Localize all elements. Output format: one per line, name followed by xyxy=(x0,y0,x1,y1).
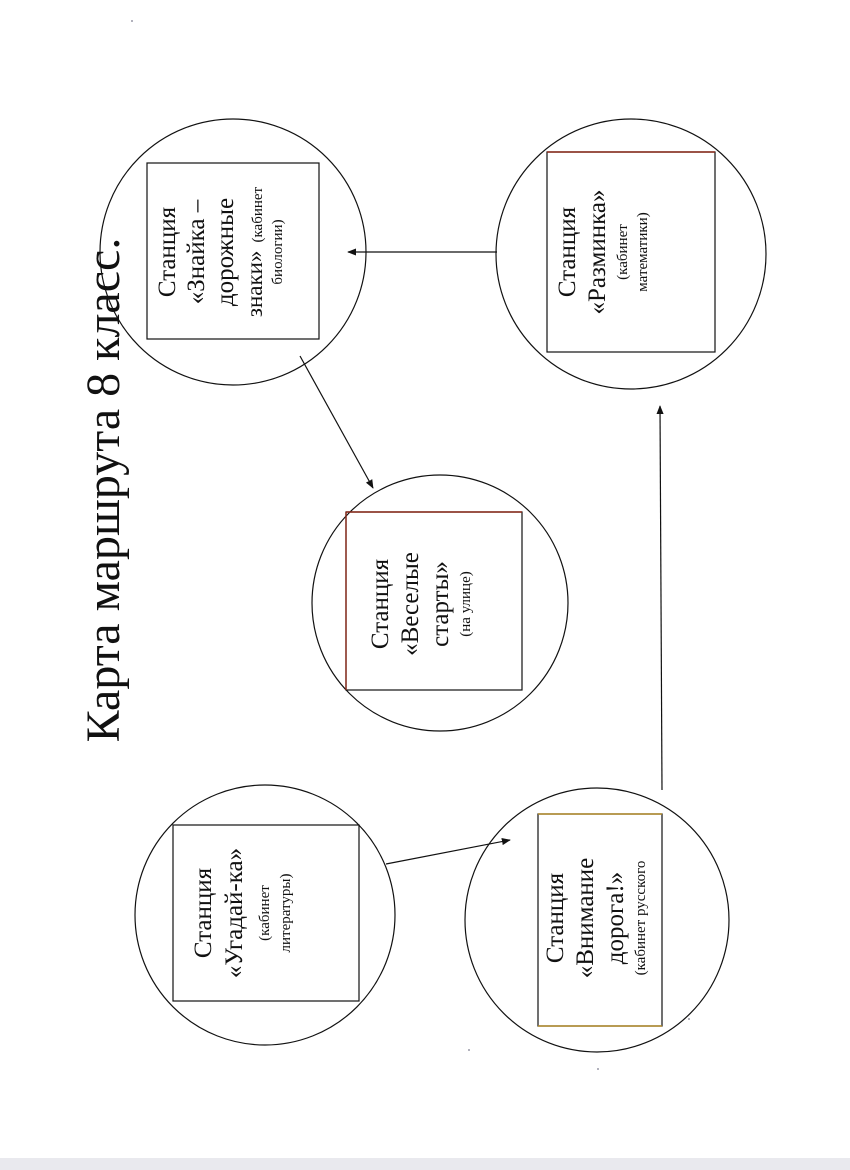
connector-ugadai-vnimanie xyxy=(385,838,511,865)
station-line-3: дорожные xyxy=(212,198,239,306)
station-razminka: Станция «Разминка» (кабинет математики) xyxy=(495,118,767,390)
station-vnimanie: Станция «Внимание дорога!» (кабинет русс… xyxy=(464,787,730,1053)
scan-page-edge xyxy=(0,1158,850,1170)
station-note-1: (кабинет русского xyxy=(633,861,649,976)
station-line-1: Станция xyxy=(190,867,217,958)
scan-speck xyxy=(597,1068,599,1070)
station-line-2: «Угадай-ка» xyxy=(221,848,248,978)
station-znaika: Станция «Знайка – дорожные знаки» (кабин… xyxy=(99,118,367,386)
map-title: Карта маршрута 8 класс. xyxy=(77,238,130,743)
station-line-2: «Разминка» xyxy=(584,190,611,315)
station-note-1: (кабинет xyxy=(257,885,273,941)
station-line-1: Станция xyxy=(554,206,581,297)
station-line-1: Станция xyxy=(542,872,569,963)
station-circle xyxy=(464,787,730,1053)
station-note-1: (на улице) xyxy=(458,571,474,636)
connector-vnimanie-razminka xyxy=(656,405,664,791)
connector-znaika-veselye xyxy=(299,355,374,489)
station-note-1: биологии) xyxy=(270,219,286,284)
station-circle xyxy=(134,784,396,1046)
station-line-4: знаки» (кабинет xyxy=(242,186,267,317)
station-line-2: «Веселые xyxy=(397,552,424,656)
station-circle xyxy=(99,118,367,386)
station-box xyxy=(172,824,360,1002)
station-line-2: «Знайка – xyxy=(183,199,210,304)
station-note-1: (кабинет xyxy=(615,224,631,280)
scan-speck xyxy=(688,1018,690,1020)
scan-speck xyxy=(131,20,133,22)
station-circle xyxy=(311,474,569,732)
station-line-3: старты» xyxy=(427,561,454,647)
station-line-2: «Внимание xyxy=(572,858,599,979)
station-circle xyxy=(495,118,767,390)
station-note-2: литературы) xyxy=(278,874,294,953)
station-line-4-note: (кабинет xyxy=(250,186,266,242)
route-connectors xyxy=(299,248,664,865)
station-line-3: дорога!» xyxy=(602,872,629,964)
station-box xyxy=(146,162,320,340)
station-line-4-main: знаки» xyxy=(242,251,267,318)
station-line-1: Станция xyxy=(154,206,181,297)
station-note-2: математики) xyxy=(635,212,651,291)
station-line-1: Станция xyxy=(367,558,394,649)
scan-speck xyxy=(468,1049,470,1051)
station-veselye: Станция «Веселые старты» (на улице) xyxy=(311,474,569,732)
station-ugadai: Станция «Угадай-ка» (кабинет литературы) xyxy=(134,784,396,1046)
